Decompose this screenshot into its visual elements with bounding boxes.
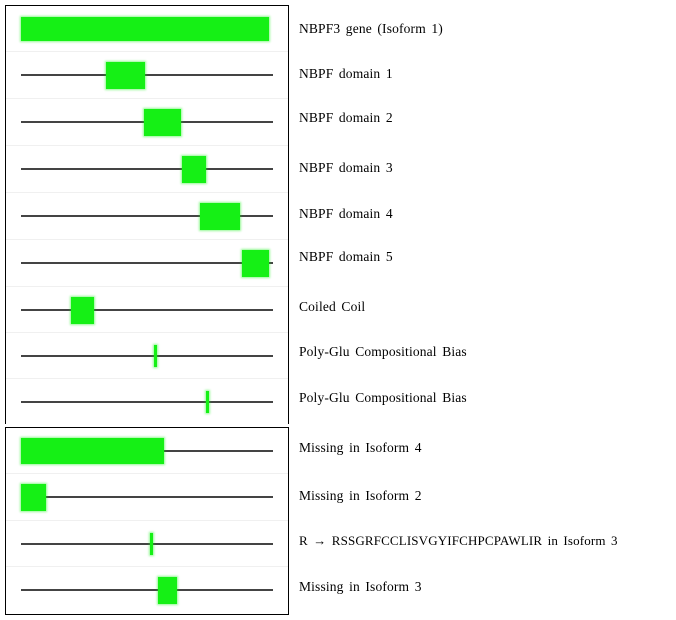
track-row[interactable]	[6, 474, 288, 521]
feature-label-nbpf-domain-4: NBPF domain 4	[299, 206, 393, 221]
feature-label-variant-isoform-3: R → RSSGRFCCLISVGYIFCHPCPAWLIR in Isofor…	[299, 533, 618, 548]
feature-tick-variant-isoform-3[interactable]	[150, 532, 153, 555]
backbone-line	[21, 168, 273, 170]
backbone-line	[21, 496, 273, 498]
feature-label-missing-isoform-4: Missing in Isoform 4	[299, 440, 422, 455]
feature-tick-poly-glu-bias-2[interactable]	[206, 391, 209, 413]
feature-block-nbpf-domain-2[interactable]	[144, 109, 181, 136]
backbone-line	[21, 401, 273, 403]
feature-block-nbpf-domain-3[interactable]	[182, 156, 206, 183]
feature-block-missing-in-isoform-3[interactable]	[158, 577, 177, 604]
feature-block-nbpf-domain-4[interactable]	[200, 203, 240, 230]
feature-label-gene: NBPF3 gene (Isoform 1)	[299, 21, 443, 36]
feature-label-missing-isoform-2: Missing in Isoform 2	[299, 488, 422, 503]
backbone-line	[21, 542, 273, 545]
feature-label-nbpf-domain-5: NBPF domain 5	[299, 249, 393, 264]
track-row[interactable]	[6, 567, 288, 613]
feature-block-coiled-coil[interactable]	[71, 296, 94, 324]
feature-block-nbpf-domain-5[interactable]	[242, 250, 269, 277]
feature-label-nbpf-domain-2: NBPF domain 2	[299, 110, 393, 125]
feature-label-missing-isoform-3: Missing in Isoform 3	[299, 579, 422, 594]
track-row[interactable]	[6, 428, 288, 474]
feature-block-missing-in-isoform-2[interactable]	[21, 484, 46, 511]
backbone-line	[21, 74, 273, 76]
track-row[interactable]	[6, 193, 288, 240]
track-row[interactable]	[6, 287, 288, 333]
features-panel	[5, 5, 289, 425]
track-row[interactable]	[6, 99, 288, 146]
feature-label-poly-glu-bias-1: Poly-Glu Compositional Bias	[299, 344, 467, 359]
track-row[interactable]	[6, 6, 288, 52]
backbone-line	[21, 215, 273, 217]
track-row[interactable]	[6, 146, 288, 193]
feature-tick-poly-glu-bias-1[interactable]	[154, 344, 157, 367]
feature-label-poly-glu-bias-2: Poly-Glu Compositional Bias	[299, 390, 467, 405]
feature-block-full-length[interactable]	[21, 16, 269, 41]
feature-block-missing-in-isoform-4[interactable]	[21, 437, 164, 464]
backbone-line	[21, 262, 273, 264]
feature-label-nbpf-domain-3: NBPF domain 3	[299, 160, 393, 175]
track-row[interactable]	[6, 240, 288, 287]
track-row[interactable]	[6, 521, 288, 567]
feature-label-nbpf-domain-1: NBPF domain 1	[299, 66, 393, 81]
backbone-line	[21, 354, 273, 357]
isoforms-panel	[5, 427, 289, 615]
feature-block-nbpf-domain-1[interactable]	[106, 62, 145, 89]
track-row[interactable]	[6, 379, 288, 425]
track-row[interactable]	[6, 52, 288, 99]
track-row[interactable]	[6, 333, 288, 379]
backbone-line	[21, 589, 273, 591]
feature-label-coiled-coil: Coiled Coil	[299, 299, 366, 314]
backbone-line	[21, 308, 273, 311]
